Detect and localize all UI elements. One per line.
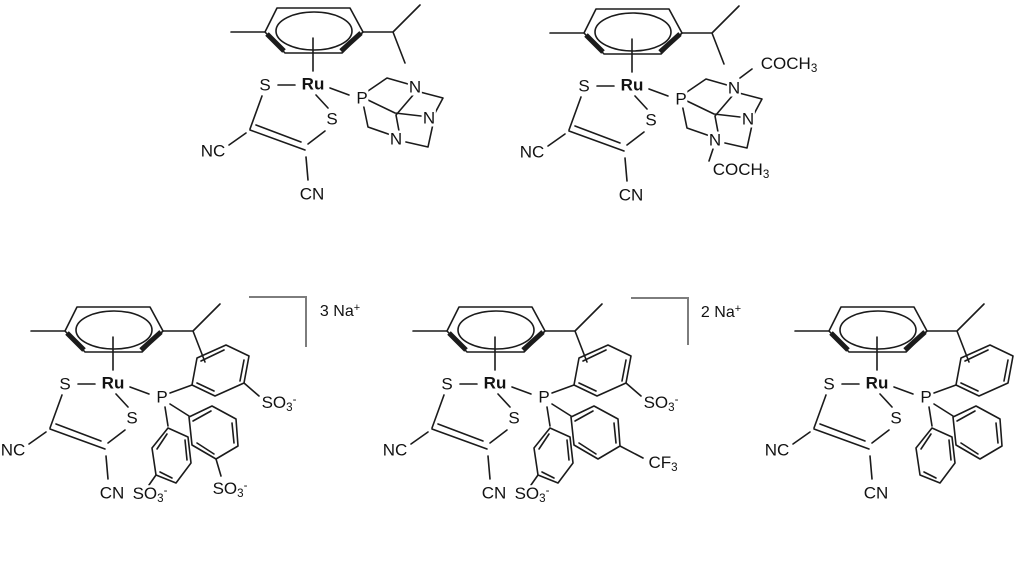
acetyl-label-top: COCH3 [759,54,819,76]
nitrile-label-nc: NC [518,142,546,162]
atom-label-s-top: S [258,75,272,95]
atom-label-ru: Ru [864,373,890,393]
nitrile-label-cn: CN [98,483,126,503]
nitrile-label-cn: CN [298,184,326,204]
structure-lines-dapta [548,6,763,181]
atom-label-ru: Ru [300,74,326,94]
atom-label-s-top: S [822,374,836,394]
atom-label-p: P [674,89,688,109]
sulfonate-label-c: SO3- [513,484,551,506]
atom-label-p: P [155,387,169,407]
atom-label-ru: Ru [100,373,126,393]
atom-label-s-top: S [440,374,454,394]
nitrile-label-nc: NC [0,440,27,460]
charge-bracket-2na [631,297,689,345]
atom-label-s-bottom: S [507,408,521,428]
atom-label-n1: N [407,77,423,97]
sulfonate-label-a: SO3- [642,393,680,415]
counterion-label: 3 Na+ [319,302,361,320]
acetyl-label-bottom: COCH3 [711,160,771,182]
nitrile-label-nc: NC [199,141,227,161]
counterion-label: 2 Na+ [700,303,742,321]
atom-label-s-bottom: S [889,408,903,428]
structure-lines-tppts [29,304,260,486]
charge-bracket-3na [249,296,307,347]
nitrile-label-cn: CN [617,185,645,205]
atom-label-n2: N [740,109,756,129]
atom-label-ru: Ru [482,373,508,393]
nitrile-label-cn: CN [480,483,508,503]
sulfonate-label-a: SO3- [260,393,298,415]
atom-label-n2: N [421,108,437,128]
nitrile-label-cn: CN [862,483,890,503]
sulfonate-label-b: SO3- [211,479,249,501]
atom-label-p: P [355,88,369,108]
atom-label-n3: N [388,129,404,149]
structure-lines-cf3 [411,304,644,486]
structure-lines-pph3 [793,304,1014,484]
nitrile-label-nc: NC [763,440,791,460]
atom-label-s-bottom: S [125,408,139,428]
atom-label-s-top: S [577,76,591,96]
atom-label-p: P [537,387,551,407]
atom-label-p: P [919,387,933,407]
atom-label-n1: N [726,78,742,98]
sulfonate-label-c: SO3- [131,484,169,506]
atom-label-s-bottom: S [325,109,339,129]
atom-label-n3: N [707,130,723,150]
cf3-label: CF3 [647,453,679,475]
atom-label-s-bottom: S [644,110,658,130]
atom-label-ru: Ru [619,75,645,95]
atom-label-s-top: S [58,374,72,394]
nitrile-label-nc: NC [381,440,409,460]
